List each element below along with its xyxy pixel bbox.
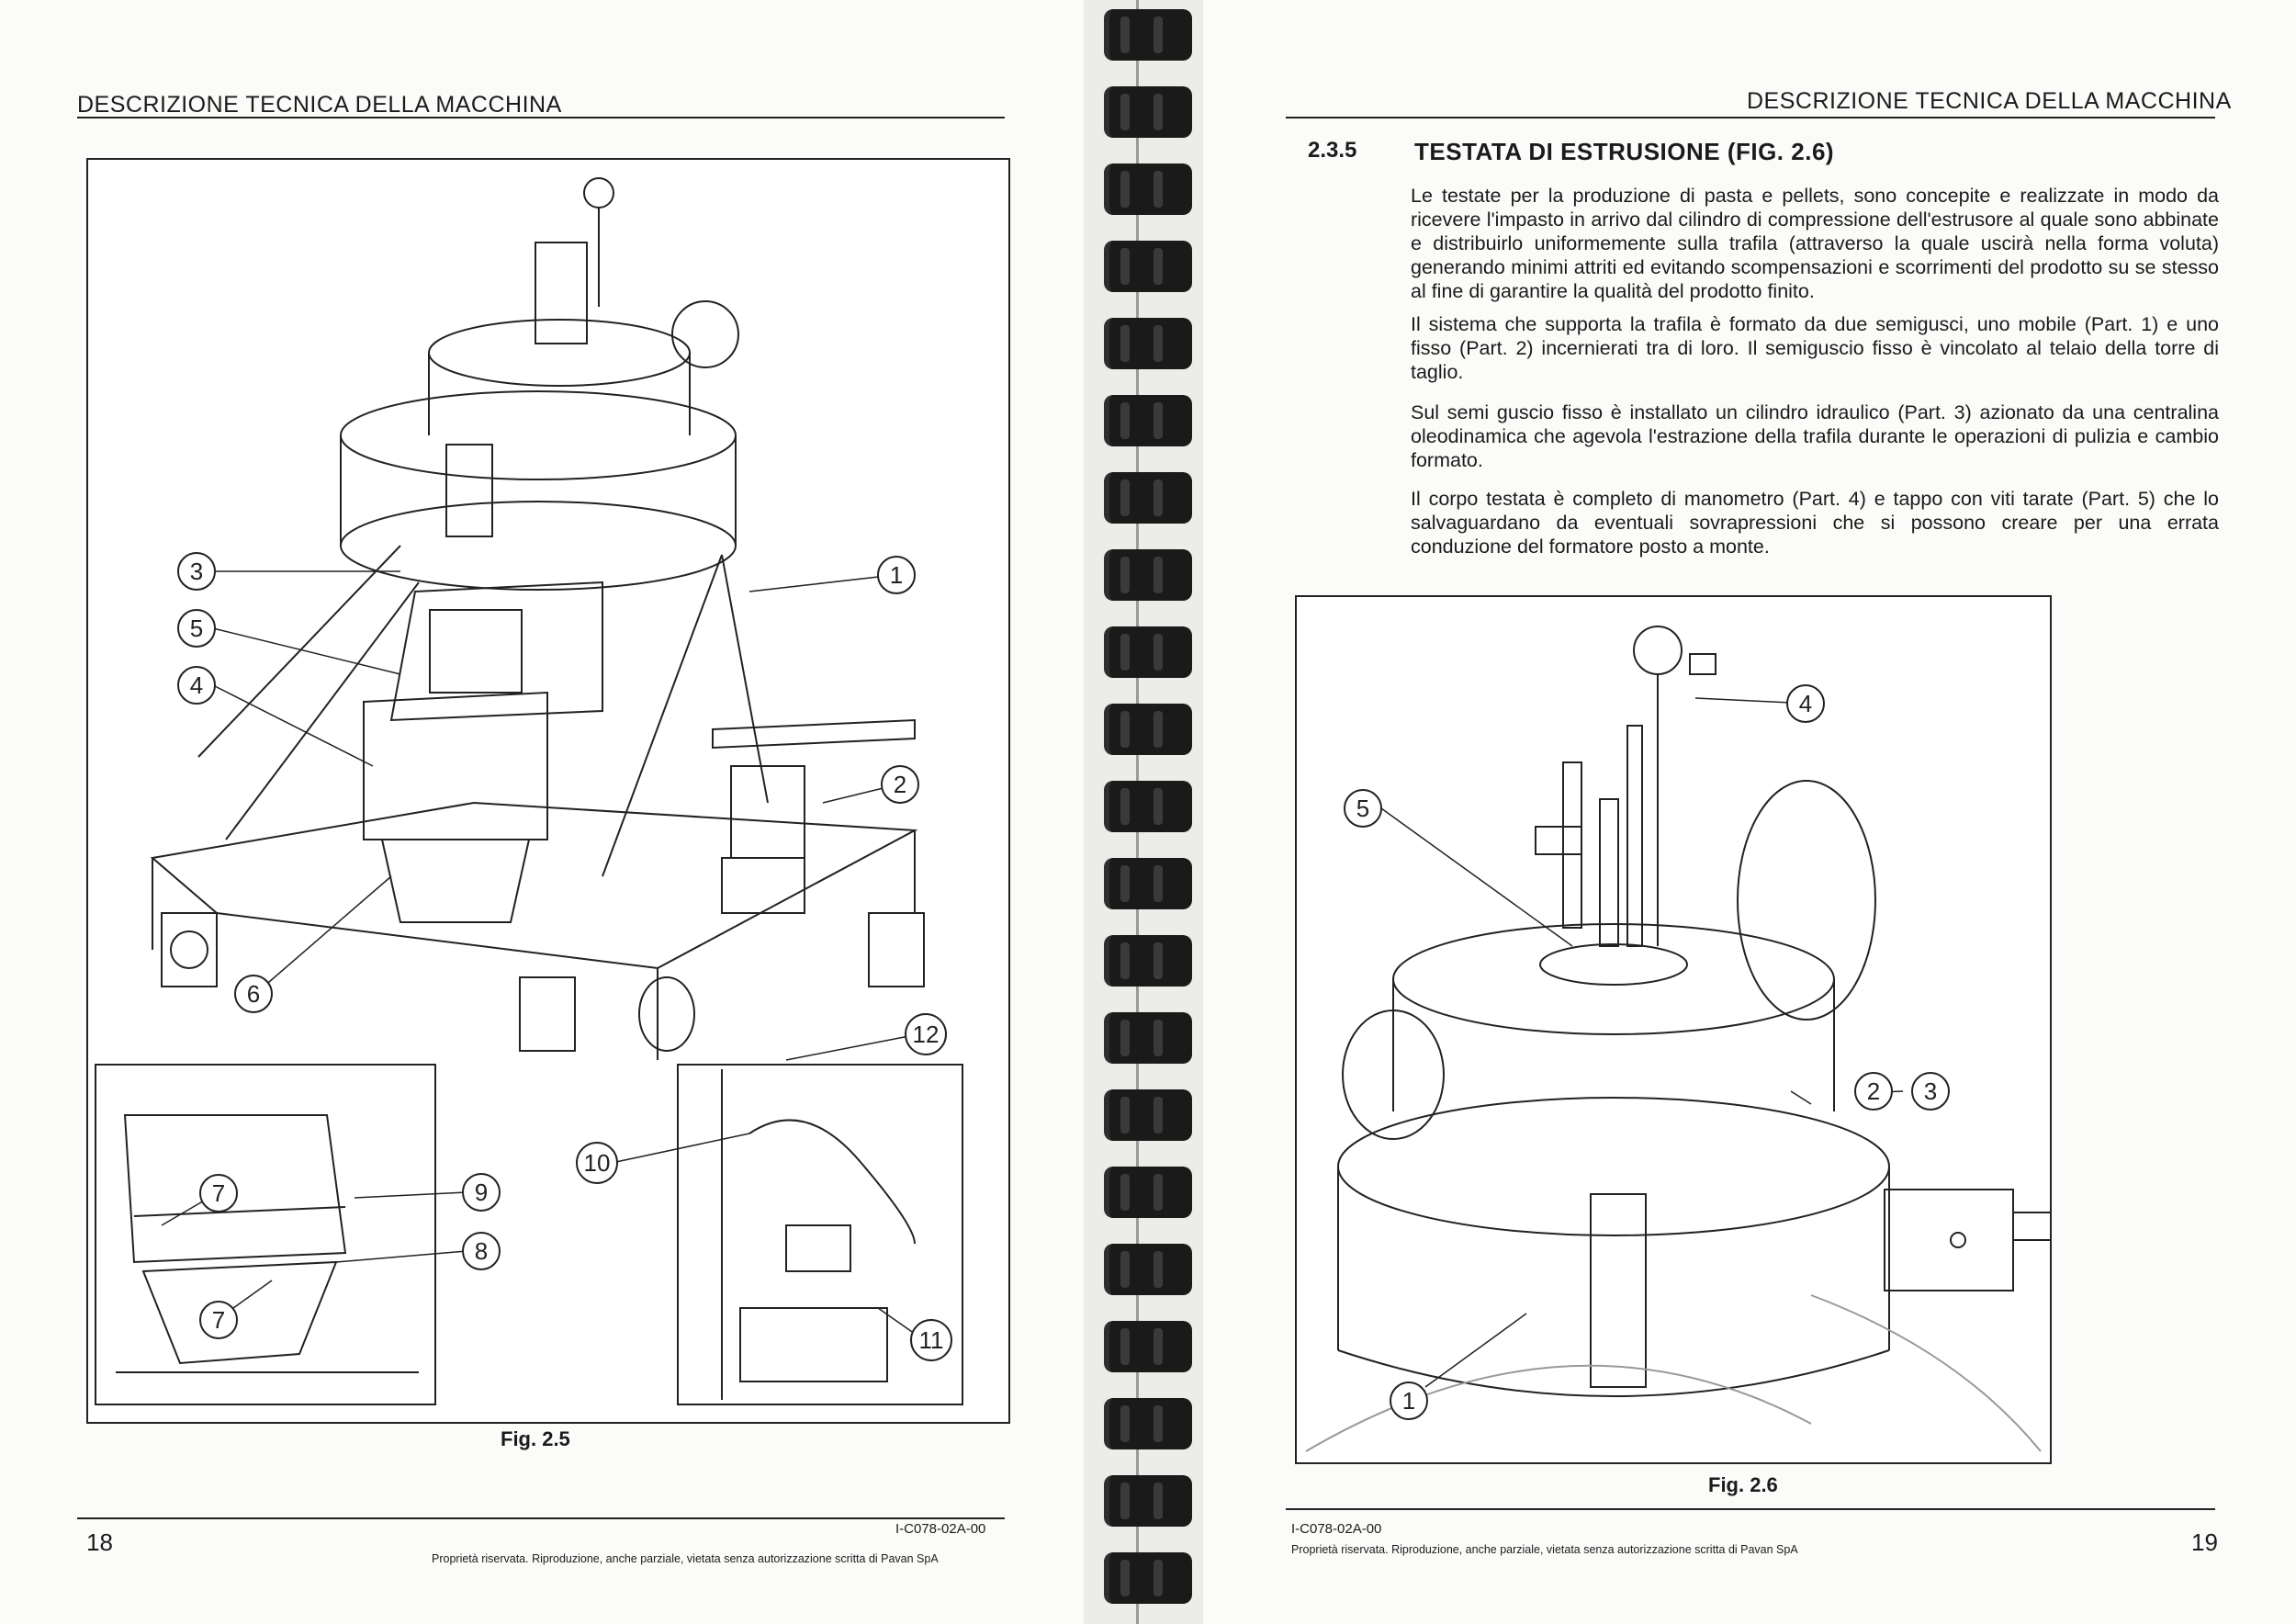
binding-ring (1104, 86, 1192, 138)
callout-label: 7 (212, 1179, 225, 1207)
binding-ring (1104, 318, 1192, 369)
callout-11 (910, 1319, 952, 1361)
paragraph-4: Il corpo testata è completo di manometro… (1411, 488, 2219, 558)
callout-12 (905, 1013, 947, 1055)
machine-illustration: 3 5 4 6 1 2 12 10 11 9 8 7 7 (95, 177, 963, 1405)
callout-label: 6 (247, 980, 260, 1008)
binding-ring (1104, 1398, 1192, 1449)
binding-ring (1104, 395, 1192, 446)
callout-1 (1390, 1382, 1428, 1420)
binding-ring (1104, 241, 1192, 292)
copyright-notice: Proprietà riservata. Riproduzione, anche… (432, 1552, 939, 1565)
extrusion-head-illustration: 4 5 2 3 1 (1305, 626, 2050, 1452)
callout-2 (1854, 1072, 1893, 1111)
callout-8 (462, 1232, 501, 1270)
callout-7a (199, 1174, 238, 1212)
callout-label: 1 (890, 561, 903, 589)
binding-ring (1104, 1244, 1192, 1295)
callout-label: 1 (1402, 1387, 1415, 1415)
callout-label: 11 (919, 1326, 944, 1354)
footer-rule (77, 1517, 1005, 1519)
section-title: TESTATA DI ESTRUSIONE (FIG. 2.6) (1414, 138, 1835, 165)
binding-ring (1104, 9, 1192, 61)
callout-label: 4 (1799, 690, 1812, 717)
binding-ring (1104, 472, 1192, 524)
header-rule (77, 117, 1005, 118)
callout-4 (1786, 684, 1825, 723)
callout-3 (177, 552, 216, 591)
callout-label: 10 (584, 1149, 611, 1177)
figure-caption: Fig. 2.6 (1708, 1473, 1778, 1496)
callout-label: 5 (1356, 795, 1369, 822)
header-rule (1286, 117, 2215, 118)
page-number: 18 (86, 1528, 113, 1556)
binding-ring (1104, 1475, 1192, 1527)
callout-3 (1911, 1072, 1950, 1111)
callout-label: 3 (1924, 1077, 1937, 1105)
binding-ring (1104, 626, 1192, 678)
callout-label: 2 (1867, 1077, 1880, 1105)
callout-5 (1344, 789, 1382, 828)
paragraph-3: Sul semi guscio fisso è installato un ci… (1411, 401, 2219, 471)
callout-10 (576, 1142, 618, 1184)
binding-ring (1104, 781, 1192, 832)
callout-2 (881, 765, 919, 804)
callout-label: 2 (894, 771, 906, 798)
binding-ring (1104, 164, 1192, 215)
callout-label: 5 (190, 615, 203, 642)
page-header: DESCRIZIONE TECNICA DELLA MACCHINA (77, 92, 562, 118)
binding-ring (1104, 858, 1192, 909)
binding-ring (1104, 1321, 1192, 1372)
callout-5 (177, 609, 216, 648)
callout-label: 9 (475, 1179, 488, 1206)
callout-label: 8 (475, 1237, 488, 1265)
page-number: 19 (2191, 1528, 2218, 1556)
binding-ring (1104, 1552, 1192, 1604)
left-page: DESCRIZIONE TECNICA DELLA MACCHINA (0, 0, 1084, 1624)
doc-code: I-C078-02A-00 (895, 1521, 986, 1537)
binding-ring (1104, 1012, 1192, 1064)
callout-4 (177, 666, 216, 705)
callout-label: 4 (190, 671, 203, 699)
footer-rule (1286, 1508, 2215, 1510)
paragraph-2: Il sistema che supporta la trafila è for… (1411, 313, 2219, 383)
binding-ring (1104, 704, 1192, 755)
callout-label: 3 (190, 558, 203, 585)
figure-2-6: 4 5 2 3 1 (1295, 595, 2052, 1464)
callout-label: 7 (212, 1306, 225, 1334)
binding-ring (1104, 549, 1192, 601)
binding-ring (1104, 1089, 1192, 1141)
right-page: DESCRIZIONE TECNICA DELLA MACCHINA 2.3.5… (1203, 0, 2296, 1624)
binding-ring (1104, 1167, 1192, 1218)
page-header: DESCRIZIONE TECNICA DELLA MACCHINA (1747, 88, 2232, 114)
figure-caption: Fig. 2.5 (501, 1427, 570, 1450)
section-number: 2.3.5 (1308, 138, 1357, 163)
doc-code: I-C078-02A-00 (1291, 1521, 1382, 1537)
callout-1 (877, 556, 916, 594)
copyright-notice: Proprietà riservata. Riproduzione, anche… (1291, 1543, 1798, 1556)
paragraph-1: Le testate per la produzione di pasta e … (1411, 185, 2219, 302)
callout-7b (199, 1301, 238, 1339)
callout-9 (462, 1173, 501, 1212)
callout-label: 12 (913, 1021, 940, 1048)
callout-6 (234, 975, 273, 1013)
figure-2-5: 3 5 4 6 1 2 12 10 11 9 8 7 7 (86, 158, 1010, 1424)
binding-ring (1104, 935, 1192, 987)
